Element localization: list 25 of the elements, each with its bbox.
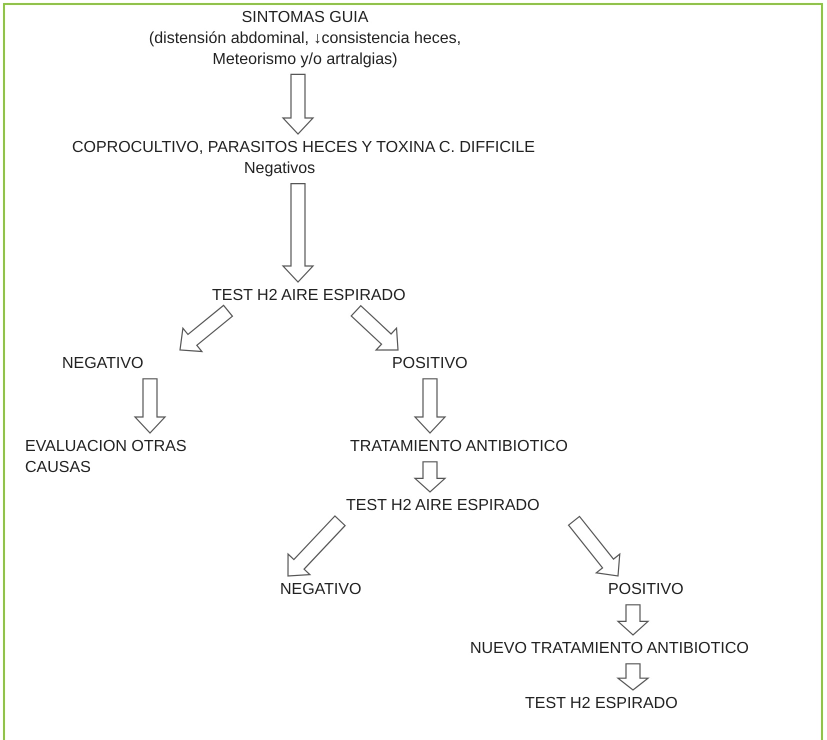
step-text: TRATAMIENTO ANTIBIOTICO (350, 437, 568, 458)
step-note: (distensión abdominal, ↓consistencia heces, Meteorismo y/o artralgias) (148, 28, 462, 70)
block-arrow (179, 304, 234, 352)
step-text: NUEVO TRATAMIENTO ANTIBIOTICO (470, 639, 749, 660)
step-text: NEGATIVO (280, 580, 362, 601)
block-arrow (568, 516, 620, 577)
step-text: TEST H2 ESPIRADO (525, 694, 678, 715)
step-heading: COPROCULTIVO, PARASITOS HECES Y TOXINA C. DIFFICILE (72, 138, 535, 158)
step-heading: SINTOMAS GUIA (240, 8, 370, 28)
block-arrow (134, 378, 166, 434)
block-arrow (414, 378, 446, 434)
block-arrow (282, 74, 314, 135)
block-arrow (616, 604, 650, 636)
block-arrow (413, 461, 447, 493)
step-text: TEST H2 AIRE ESPIRADO (346, 496, 540, 517)
step-text: TEST H2 AIRE ESPIRADO (212, 286, 406, 307)
step-text: NEGATIVO (62, 354, 144, 375)
step-text: EVALUACION OTRAS CAUSAS (25, 437, 225, 479)
step-text: POSITIVO (392, 354, 468, 375)
step-text: POSITIVO (608, 580, 684, 601)
step-note: Negativos (244, 158, 316, 179)
block-arrow (616, 663, 650, 691)
block-arrow (287, 515, 346, 577)
block-arrow (350, 304, 399, 351)
block-arrow (282, 183, 314, 283)
